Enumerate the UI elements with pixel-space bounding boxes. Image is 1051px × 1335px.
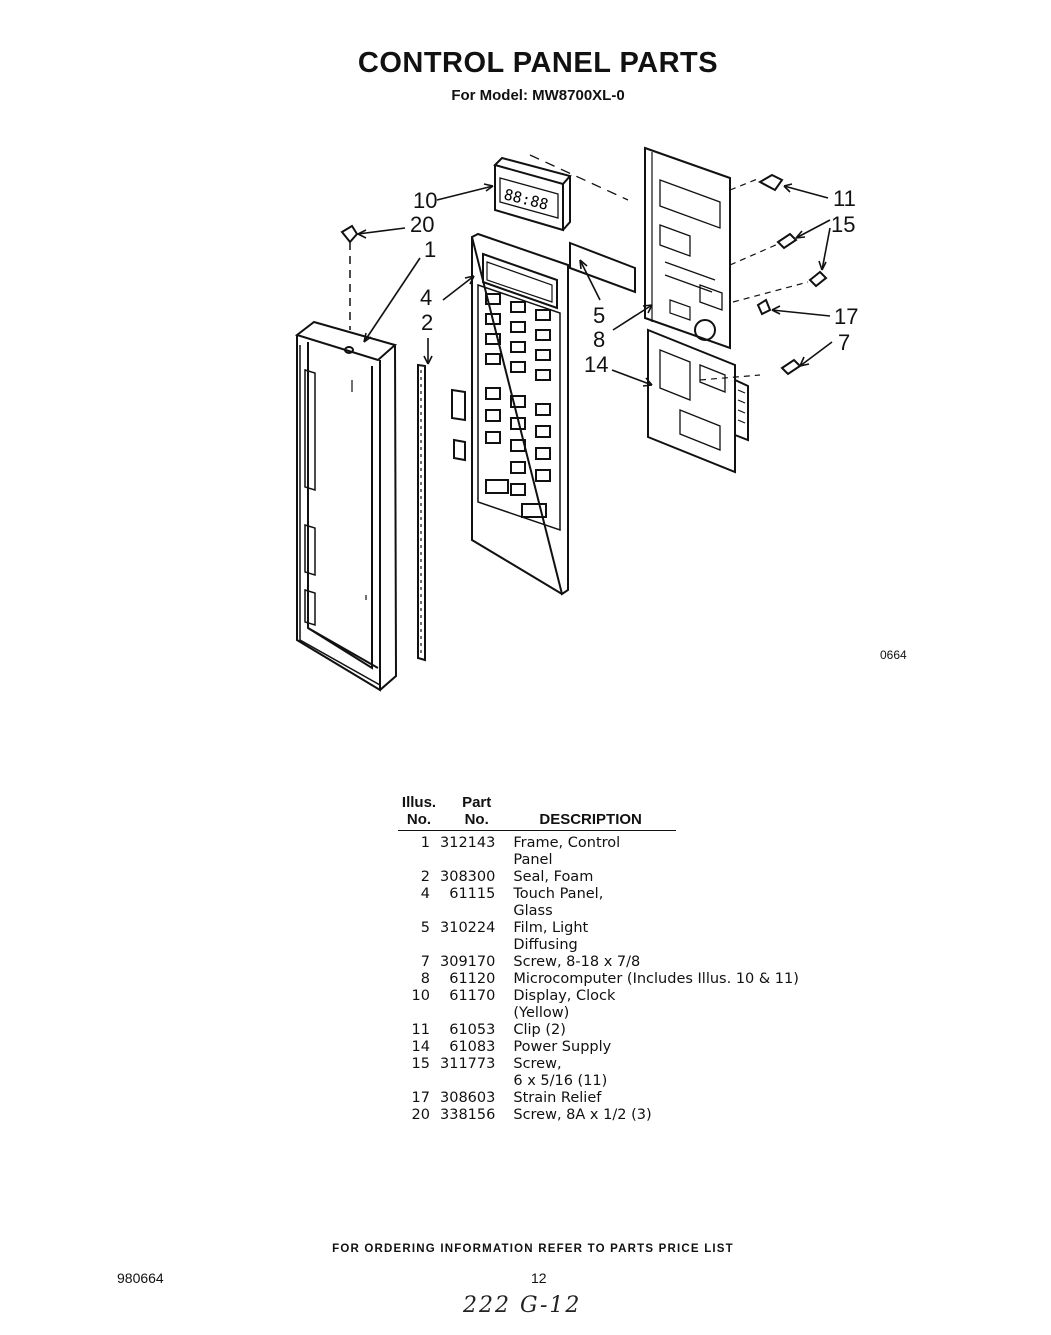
illus-no-cell: 14 (411, 1039, 430, 1055)
page-number: 12 (531, 1270, 547, 1286)
callout-10: 10 (413, 188, 437, 213)
document-number: 980664 (117, 1270, 164, 1286)
description-cell: Strain Relief (513, 1090, 602, 1106)
table-header-row: Illus. No. Part No. DESCRIPTION (398, 794, 858, 828)
header-illus-no: Illus. No. (401, 794, 437, 828)
table-row: 8 61120 Microcomputer (Includes Illus. 10 … (398, 971, 858, 988)
callout-11: 11 (833, 186, 856, 211)
touch-panel-glass (451, 232, 569, 596)
model-subtitle: For Model: MW8700XL-0 (451, 87, 625, 104)
callout-15: 15 (831, 212, 855, 237)
table-row: 2 308300 Seal, Foam (398, 869, 858, 886)
part-no-cell: 311773 (440, 1056, 496, 1072)
page-title: CONTROL PANEL PARTS (357, 47, 719, 79)
part-no-cell: 312143 (440, 835, 496, 851)
part-no-cell: 309170 (440, 954, 496, 970)
power-supply-board (647, 328, 761, 474)
ordering-info-note: FOR ORDERING INFORMATION REFER TO PARTS … (332, 1243, 734, 1255)
table-row: 5 310224 Film, Light Diffusing (398, 920, 858, 954)
exploded-view-diagram: 88:88 10 20 1 4 2 11 15 5 8 17 7 14 (294, 146, 858, 692)
table-row: 4 61115 Touch Panel, Glass (398, 886, 858, 920)
description-cell: Screw, 8A x 1/2 (3) (513, 1107, 652, 1123)
screw-15-upper (729, 232, 798, 266)
part-no-cell: 308300 (440, 869, 496, 885)
table-row: 14 61083 Power Supply (398, 1039, 858, 1056)
callout-2: 2 (421, 310, 433, 335)
table-row: 11 61053 Clip (2) (398, 1022, 858, 1039)
callout-14: 14 (584, 352, 608, 377)
foam-seal (417, 363, 426, 662)
illus-no-cell: 20 (411, 1107, 430, 1123)
callout-leaders (357, 183, 833, 387)
part-no-cell: 61120 (449, 971, 496, 987)
illus-no-cell: 8 (420, 971, 430, 987)
description-cell: Frame, Control Panel (513, 835, 621, 868)
table-row: 15 311773 Screw, 6 x 5/16 (11) (398, 1056, 858, 1090)
illus-no-cell: 4 (420, 886, 430, 902)
screw-15-lower (732, 270, 828, 303)
header-rule (398, 830, 676, 831)
description-cell: Screw, 8-18 x 7/8 (513, 954, 641, 970)
header-part-no: Part No. (462, 794, 492, 828)
figure-code: 0664 (880, 648, 907, 662)
screw-7 (780, 358, 802, 376)
callout-17: 17 (834, 304, 858, 329)
callout-5: 5 (593, 303, 605, 328)
illus-no-cell: 11 (411, 1022, 430, 1038)
part-no-cell: 61115 (449, 886, 496, 902)
illus-no-cell: 1 (420, 835, 430, 851)
part-no-cell: 61053 (449, 1022, 496, 1038)
description-cell: Screw, 6 x 5/16 (11) (513, 1056, 608, 1089)
part-no-cell: 61083 (449, 1039, 496, 1055)
description-cell: Film, Light Diffusing (513, 920, 589, 953)
table-row: 1 312143 Frame, Control Panel (398, 835, 858, 869)
microcomputer-board (644, 146, 761, 350)
part-no-cell: 310224 (440, 920, 496, 936)
illus-no-cell: 7 (420, 954, 430, 970)
part-no-cell: 61170 (449, 988, 496, 1004)
part-no-cell: 308603 (440, 1090, 496, 1106)
description-cell: Clip (2) (513, 1022, 566, 1038)
callout-8: 8 (593, 327, 605, 352)
description-cell: Seal, Foam (513, 869, 594, 885)
light-diffusing-film (569, 241, 636, 294)
screw-20 (340, 224, 359, 330)
header-description: DESCRIPTION (539, 811, 642, 828)
illus-no-cell: 15 (411, 1056, 430, 1072)
clip-11 (757, 173, 784, 192)
description-cell: Display, Clock (Yellow) (513, 988, 616, 1021)
control-panel-frame (294, 320, 398, 692)
table-row: 7 309170 Screw, 8-18 x 7/8 (398, 954, 858, 971)
illus-no-cell: 5 (420, 920, 430, 936)
clock-display (493, 154, 629, 232)
description-cell: Touch Panel, Glass (513, 886, 604, 919)
description-cell: Power Supply (513, 1039, 612, 1055)
part-no-cell: 338156 (440, 1107, 496, 1123)
callout-7: 7 (838, 330, 850, 355)
callout-20: 20 (410, 212, 434, 237)
handwritten-note: 222 G-12 (463, 1293, 582, 1318)
illus-no-cell: 2 (420, 869, 430, 885)
strain-relief-17 (756, 298, 772, 316)
illus-no-cell: 17 (411, 1090, 430, 1106)
table-row: 17 308603 Strain Relief (398, 1090, 858, 1107)
illus-no-cell: 10 (411, 988, 430, 1004)
table-row: 10 61170 Display, Clock (Yellow) (398, 988, 858, 1022)
callout-1: 1 (424, 237, 436, 262)
callout-4: 4 (420, 285, 432, 310)
table-row: 20 338156 Screw, 8A x 1/2 (3) (398, 1107, 858, 1124)
description-cell: Microcomputer (Includes Illus. 10 & 11) (513, 971, 799, 987)
